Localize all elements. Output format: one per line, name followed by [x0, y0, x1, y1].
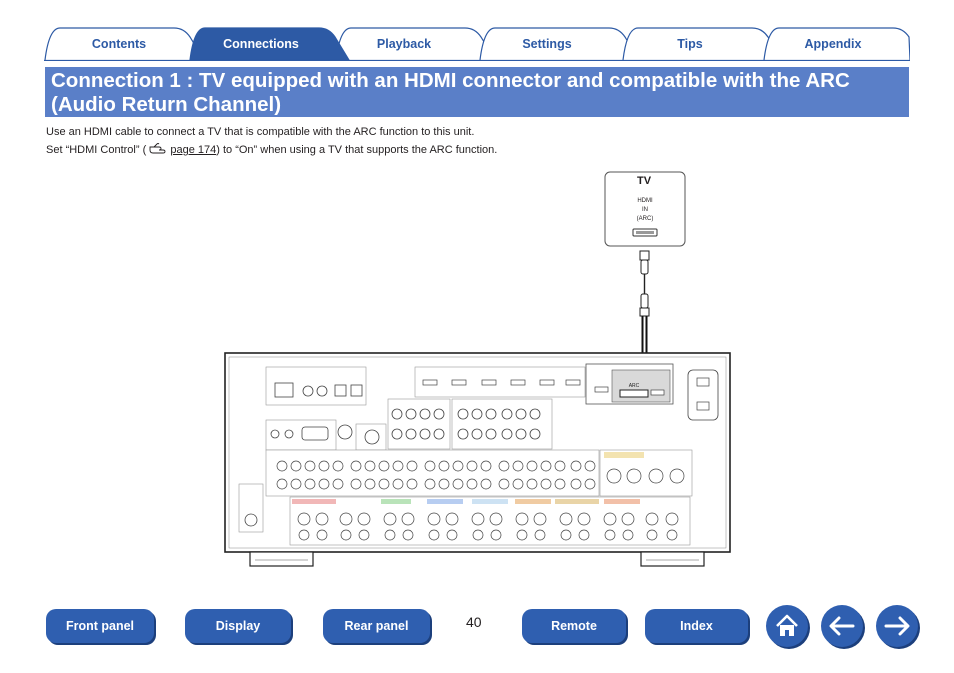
receiver-arc-label: ARC: [629, 383, 640, 389]
tab-settings[interactable]: Settings: [522, 37, 572, 51]
tab-playback[interactable]: Playback: [376, 37, 432, 51]
display-button[interactable]: Display: [185, 609, 291, 643]
tv-port-label-in: IN: [642, 207, 648, 213]
heading-banner: Connection 1 : TV equipped with an HDMI …: [45, 67, 909, 117]
connection-diagram: ARC: [224, 171, 731, 567]
tv-box: [604, 171, 686, 247]
tv-port-label-arc: (ARC): [637, 216, 654, 222]
tv-port-label-hdmi: HDMI: [637, 198, 653, 204]
index-button[interactable]: Index: [645, 609, 748, 643]
tv-label: TV: [637, 175, 652, 187]
tab-shapes: [44, 27, 910, 61]
body-paragraph-1: Use an HDMI cable to connect a TV that i…: [46, 126, 475, 138]
body-paragraph-2: Set “HDMI Control” ( page 174) to “On” w…: [46, 143, 497, 156]
tab-tips[interactable]: Tips: [677, 37, 703, 51]
home-icon: [776, 614, 798, 636]
remote-button[interactable]: Remote: [522, 609, 626, 643]
body-text-prefix: Set “HDMI Control” (: [46, 144, 147, 156]
tab-contents[interactable]: Contents: [91, 37, 147, 51]
rear-panel-button[interactable]: Rear panel: [323, 609, 430, 643]
arrow-left-icon: [829, 616, 855, 636]
tab-bar: Contents Connections Playback Settings T…: [44, 27, 910, 61]
pointer-hand-icon: [146, 143, 170, 156]
receiver-rear-panel: ARC: [224, 352, 731, 567]
front-panel-button[interactable]: Front panel: [46, 609, 154, 643]
forward-button[interactable]: [876, 605, 918, 647]
arrow-right-icon: [884, 616, 910, 636]
home-button[interactable]: [766, 605, 808, 647]
tab-appendix[interactable]: Appendix: [804, 37, 862, 51]
back-button[interactable]: [821, 605, 863, 647]
tab-connections[interactable]: Connections: [223, 37, 299, 51]
page-title: Connection 1 : TV equipped with an HDMI …: [51, 69, 850, 116]
body-text-suffix: ) to “On” when using a TV that supports …: [216, 144, 498, 156]
page-number: 40: [466, 614, 482, 630]
page-link[interactable]: page 174: [170, 144, 217, 156]
